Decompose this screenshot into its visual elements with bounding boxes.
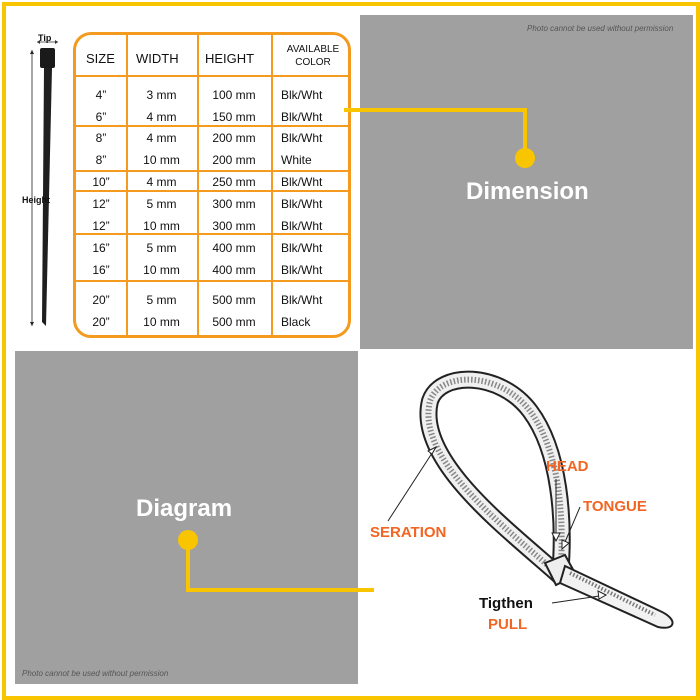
- table-cell: Blk/Wht: [281, 293, 323, 307]
- table-cell: Blk/Wht: [281, 241, 323, 255]
- table-cell: 3 mm: [146, 88, 177, 102]
- table-cell: Black: [281, 315, 311, 329]
- seration-label: SERATION: [370, 524, 447, 541]
- cable-tie-diagram-icon: [387, 370, 674, 629]
- table-cell: 10”: [92, 175, 110, 189]
- table-cell: 10 mm: [143, 315, 180, 329]
- table-cell: Blk/Wht: [281, 88, 323, 102]
- table-cell: 4 mm: [146, 175, 177, 189]
- table-cell: 500 mm: [212, 315, 256, 329]
- tip-label: Tip: [38, 33, 52, 43]
- dimension-title: Dimension: [466, 178, 589, 205]
- table-cell: Blk/Wht: [281, 263, 323, 277]
- header-available-color: AVAILABLE COLOR: [286, 44, 340, 68]
- table-cell: 250 mm: [212, 175, 256, 189]
- table-cell: 300 mm: [212, 219, 256, 233]
- diagram-title: Diagram: [136, 495, 233, 522]
- pull-label: PULL: [488, 616, 528, 633]
- table-cell: Blk/Wht: [281, 131, 323, 145]
- header-width: WIDTH: [136, 51, 179, 66]
- cable-tie-icon: [18, 32, 70, 332]
- gray-panel-top-right: [360, 15, 693, 349]
- table-cell: 200 mm: [212, 153, 256, 167]
- table-cell: 12”: [92, 197, 110, 211]
- tighten-label: Tigthen: [479, 595, 533, 612]
- table-cell: 16”: [92, 263, 110, 277]
- copyright-notice-top: Photo cannot be used without permission: [527, 24, 674, 33]
- table-cell: 12”: [92, 219, 110, 233]
- table-cell: 150 mm: [212, 110, 256, 124]
- table-cell: 8”: [95, 153, 107, 167]
- table-cell: Blk/Wht: [281, 110, 323, 124]
- table-cell: 300 mm: [212, 197, 256, 211]
- table-cell: 10 mm: [143, 263, 180, 277]
- table-cell: 6”: [95, 110, 107, 124]
- table-cell: 5 mm: [146, 241, 177, 255]
- table-cell: 20”: [92, 315, 110, 329]
- table-cell: 4 mm: [146, 131, 177, 145]
- table-cell: 4 mm: [146, 110, 177, 124]
- table-cell: 20”: [92, 293, 110, 307]
- tongue-label: TONGUE: [583, 498, 647, 515]
- table-cell: Blk/Wht: [281, 197, 323, 211]
- table-cell: 200 mm: [212, 131, 256, 145]
- table-cell: 10 mm: [143, 153, 180, 167]
- table-cell: 16”: [92, 241, 110, 255]
- table-cell: 100 mm: [212, 88, 256, 102]
- table-cell: Blk/Wht: [281, 219, 323, 233]
- head-label: HEAD: [546, 458, 589, 475]
- table-cell: 4”: [95, 88, 107, 102]
- table-cell: 400 mm: [212, 241, 256, 255]
- table-cell: White: [281, 153, 312, 167]
- table-cell: 500 mm: [212, 293, 256, 307]
- table-cell: Blk/Wht: [281, 175, 323, 189]
- header-size: SIZE: [86, 51, 115, 66]
- gray-panel-bottom-left: [15, 351, 358, 684]
- copyright-notice-bottom: Photo cannot be used without permission: [22, 669, 169, 678]
- table-cell: 5 mm: [146, 293, 177, 307]
- table-cell: 400 mm: [212, 263, 256, 277]
- table-cell: 8”: [95, 131, 107, 145]
- table-cell: 5 mm: [146, 197, 177, 211]
- size-table: SIZE WIDTH HEIGHT AVAILABLE COLOR 4” 3 mm…: [73, 32, 351, 338]
- height-label: Height: [22, 195, 50, 205]
- table-cell: 10 mm: [143, 219, 180, 233]
- header-height: HEIGHT: [205, 51, 255, 66]
